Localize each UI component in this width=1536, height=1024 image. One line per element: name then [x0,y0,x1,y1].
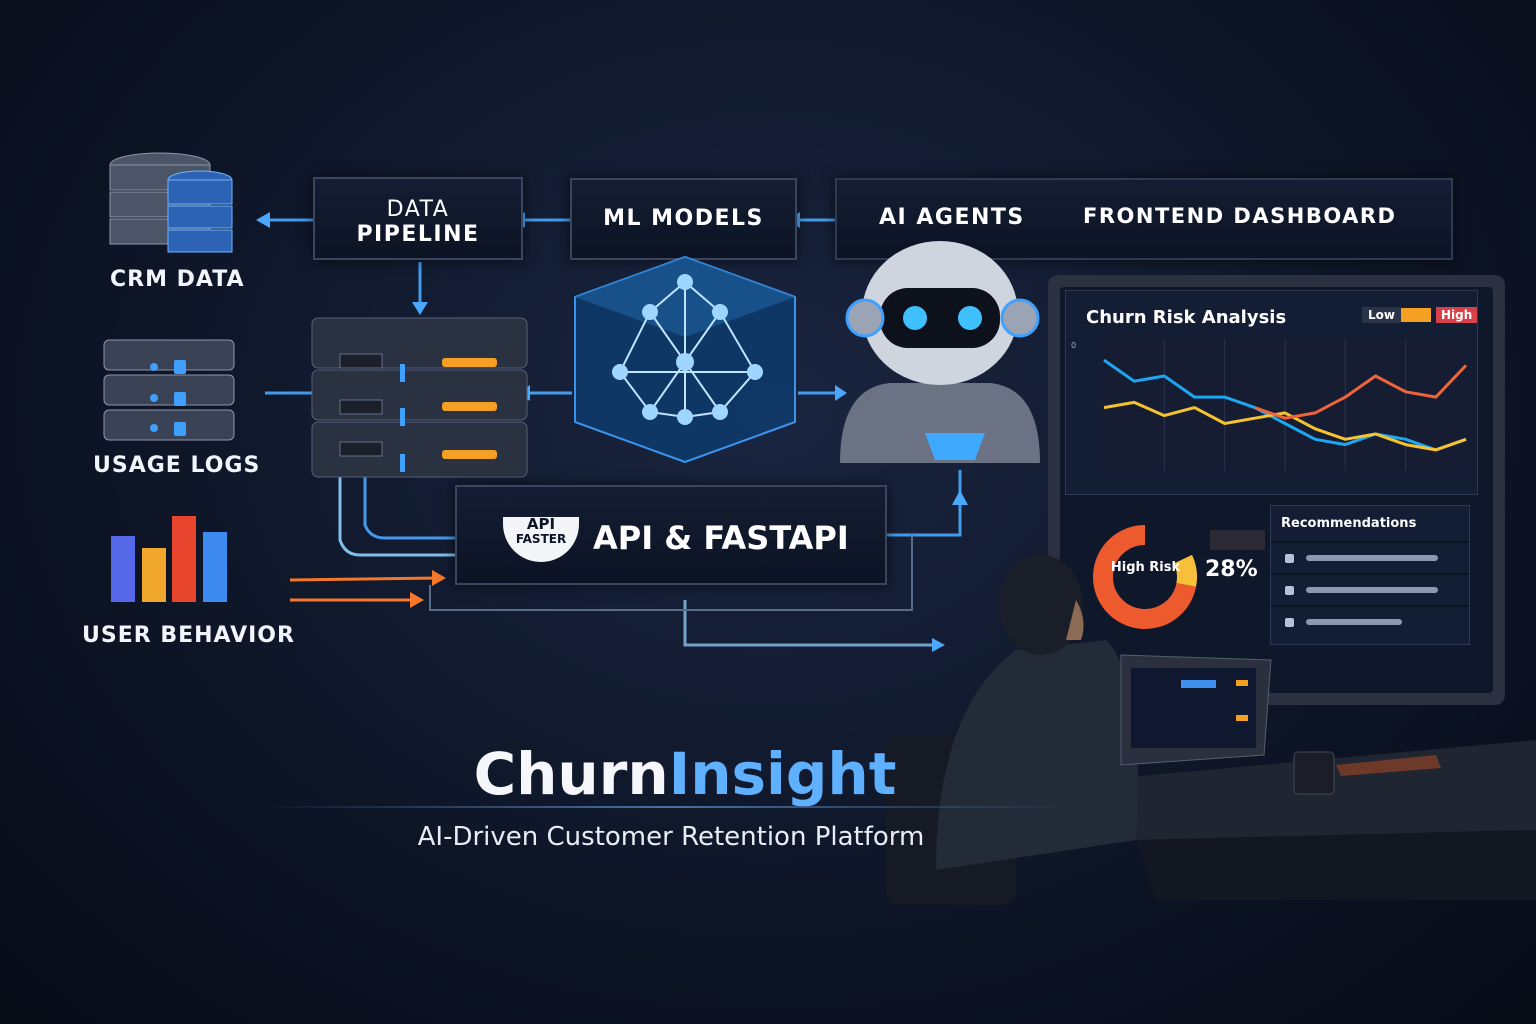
series-line-low [1103,358,1467,452]
y-tick-0: 0 [1071,341,1077,350]
brand-name-churn: Churn [473,740,669,808]
data-pipeline-label-line2: PIPELINE [356,222,480,247]
fastapi-logo: API FASTER [503,517,579,562]
ml-models-label: ML MODELS [603,206,764,231]
chart-title: Churn Risk Analysis [1086,307,1287,328]
brand-name-insight: Insight [668,740,897,808]
database-icon [109,152,233,253]
recommendations-panel: Recommendations [1270,505,1470,645]
data-pipeline-box: DATA PIPELINE [313,177,523,260]
donut-chart [1093,525,1197,629]
donut-label: High Risk [1110,560,1181,575]
legend-high: High [1436,307,1478,323]
frontend-dashboard-label: FRONTEND DASHBOARD [1083,204,1397,228]
legend-medium [1401,308,1431,322]
logo-text-faster: FASTER [515,532,567,546]
dashboard-monitor: Churn Risk Analysis Low High 0 High Risk… [1048,275,1505,705]
ai-agents-label: AI AGENTS [879,205,1025,230]
legend-low: Low [1362,307,1401,323]
brand-title: ChurnInsight [0,740,1370,808]
recommendation-item[interactable] [1271,541,1469,573]
recommendations-title: Recommendations [1281,516,1417,531]
series-line-high [1254,364,1468,420]
analyst-at-desk-illustration [886,555,1536,905]
server-stack-icon [311,317,528,478]
churn-risk-panel: Churn Risk Analysis Low High 0 [1065,290,1478,495]
series-line-medium [1103,400,1467,452]
donut-segment-high [1093,525,1197,629]
usage-logs-label: USAGE LOGS [93,453,261,478]
donut-segment-medium [1173,554,1197,587]
api-label: API & FASTAPI [593,519,849,557]
ml-models-box: ML MODELS [570,178,797,260]
bar-chart-icon [111,516,227,602]
risk-tag [1210,530,1265,550]
logo-text-api: API [526,515,556,533]
ai-agent-robot-icon [840,241,1040,463]
api-fastapi-box: API FASTER API & FASTAPI [455,485,887,585]
brand-divider [260,806,1080,808]
recommendation-item[interactable] [1271,573,1469,605]
brand-tagline: AI-Driven Customer Retention Platform [417,822,925,852]
neural-network-cube-icon [574,255,796,464]
user-behavior-label: USER BEHAVIOR [82,623,295,648]
risk-donut: High Risk [1090,522,1200,636]
risk-value: 28% [1205,557,1258,582]
data-pipeline-label-line1: DATA [386,197,450,222]
recommendation-item[interactable] [1271,605,1469,637]
server-icon [103,339,235,441]
churn-line-chart [1103,339,1468,471]
crm-data-label: CRM DATA [110,267,245,292]
